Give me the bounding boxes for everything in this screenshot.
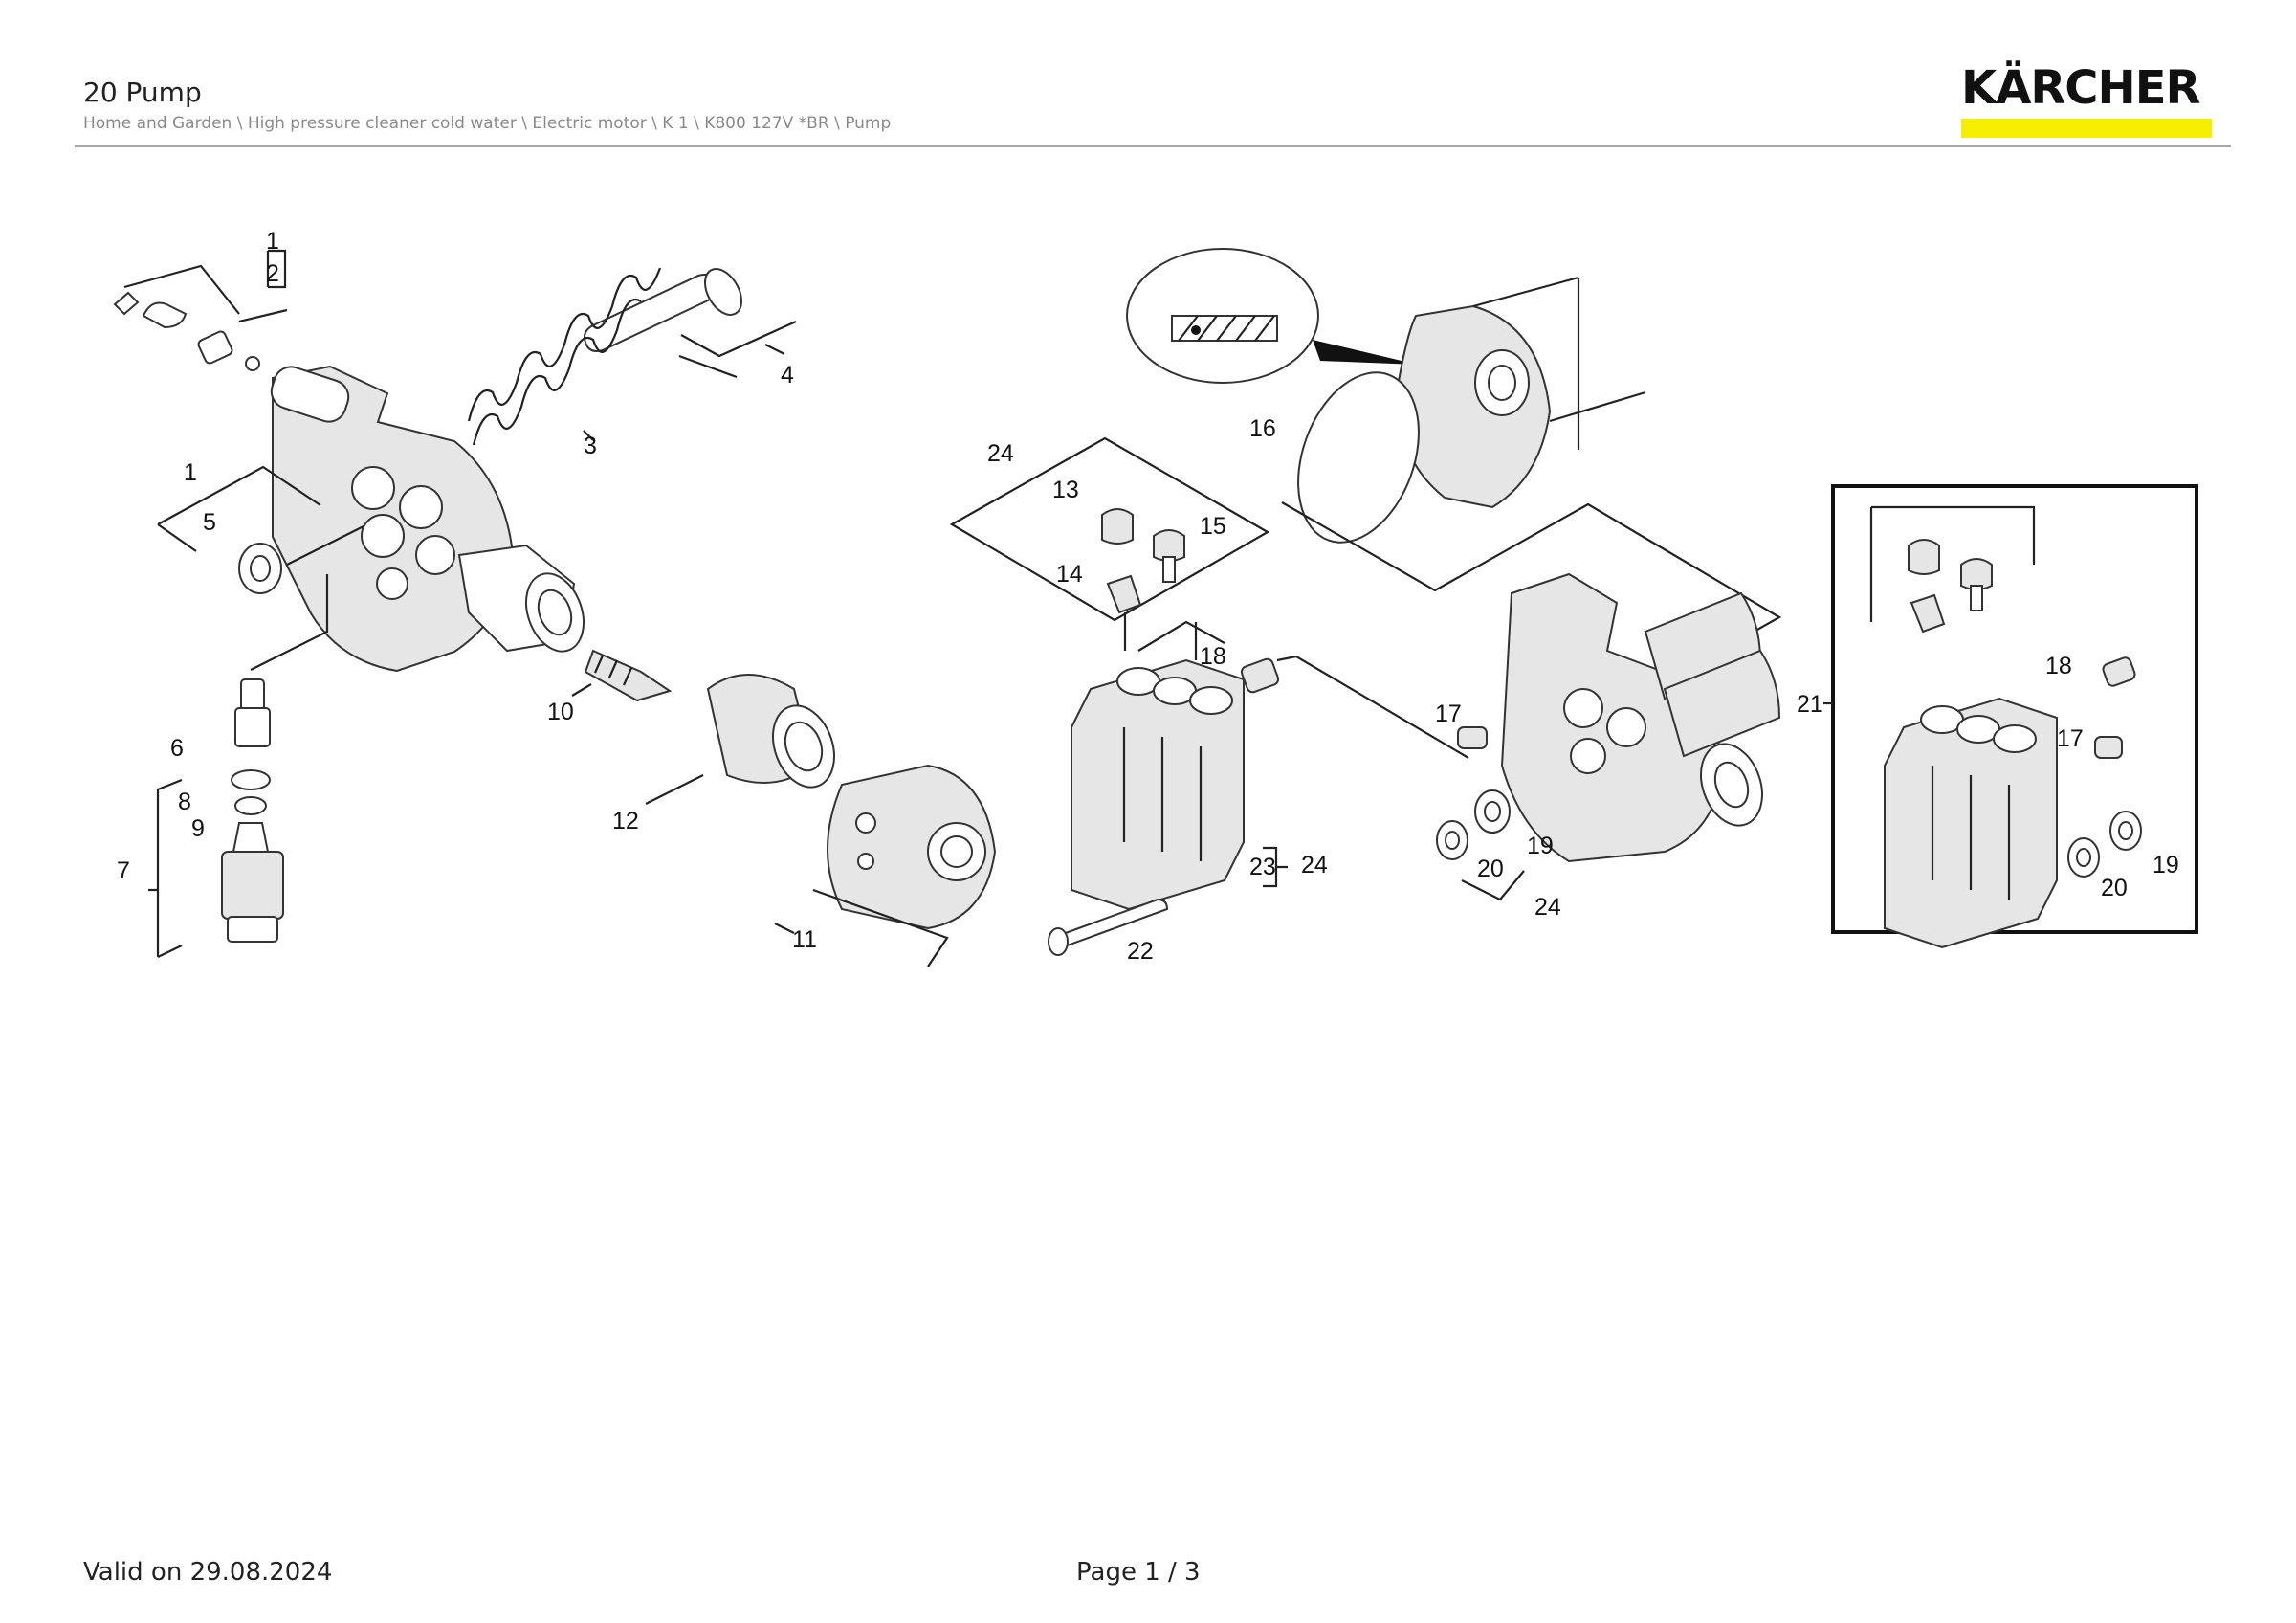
valve-small-parts [113, 249, 288, 371]
middle-cylinder-group [949, 436, 1469, 956]
callout-15: 15 [1200, 513, 1226, 540]
cylinder-block [1071, 620, 1245, 911]
callout-20-inset: 20 [2101, 875, 2128, 901]
callout-7: 7 [117, 857, 130, 884]
motor-flange [1395, 276, 1646, 509]
page-number: Page 1 / 3 [1076, 1558, 1201, 1587]
callout-21: 21 [1797, 691, 1823, 718]
callout-14: 14 [1056, 561, 1083, 588]
piston-rod [584, 268, 797, 379]
callout-10: 10 [547, 699, 574, 725]
callout-18: 18 [1200, 643, 1226, 670]
page-title: 20 Pump [83, 77, 202, 108]
callout-24-top: 24 [987, 440, 1014, 467]
pump-head-assembled [1500, 572, 1781, 863]
callout-2: 2 [266, 260, 279, 287]
callout-1-top: 1 [266, 228, 279, 255]
callout-9: 9 [191, 815, 205, 842]
right-motor-group [1126, 248, 1782, 901]
callout-8: 8 [178, 789, 191, 815]
brand-logo: KÄRCHER [1961, 63, 2214, 138]
check-valve-18 [1240, 655, 1469, 759]
callout-20: 20 [1477, 856, 1504, 882]
pump-head-body [270, 365, 585, 673]
header-divider [75, 145, 2231, 147]
document-header: 20 Pump Home and Garden \ High pressure … [83, 77, 891, 133]
detail-zoom-bubble [1126, 248, 1418, 384]
callout-24-mid: 24 [1301, 852, 1328, 878]
callout-17: 17 [1435, 700, 1462, 727]
valve-14 [1106, 574, 1142, 651]
logo-wordmark: KÄRCHER [1961, 61, 2200, 115]
callout-12: 12 [612, 808, 639, 834]
callout-16: 16 [1249, 415, 1276, 442]
callout-19-inset: 19 [2152, 852, 2179, 878]
callout-11: 11 [792, 926, 817, 953]
plug-13 [1101, 508, 1134, 545]
left-pump-head-group [113, 249, 997, 967]
spring [467, 267, 662, 446]
screw-22 [1048, 898, 1169, 956]
o-ring-16 [1297, 371, 1420, 544]
callout-5: 5 [203, 509, 216, 536]
plug-15 [1153, 529, 1185, 583]
coupling-nut [706, 674, 835, 789]
logo-yellow-bar [1961, 119, 2212, 138]
callout-23: 23 [1249, 854, 1276, 880]
bracket-24 [949, 436, 1270, 622]
valid-date: Valid on 29.08.2024 [83, 1558, 333, 1587]
callout-4: 4 [781, 362, 794, 389]
valve-17 [1457, 726, 1488, 749]
seal-washers [1436, 789, 1525, 901]
callout-24-bottom: 24 [1534, 894, 1561, 921]
callout-22: 22 [1127, 938, 1154, 965]
valve-part [234, 574, 329, 747]
inset-box-21 [1823, 484, 2198, 949]
bypass-valve-assembly [148, 769, 284, 958]
callout-13: 13 [1052, 477, 1079, 503]
breadcrumb: Home and Garden \ High pressure cleaner … [83, 114, 892, 133]
seal-ring [157, 465, 364, 594]
callout-17-inset: 17 [2057, 725, 2084, 752]
callout-3: 3 [584, 433, 597, 459]
hose-adapter [812, 764, 997, 967]
filter-insert [584, 649, 673, 702]
callout-6: 6 [170, 735, 184, 762]
callout-18-inset: 18 [2045, 653, 2072, 679]
callout-19: 19 [1527, 833, 1554, 859]
callout-1-left: 1 [184, 459, 197, 486]
